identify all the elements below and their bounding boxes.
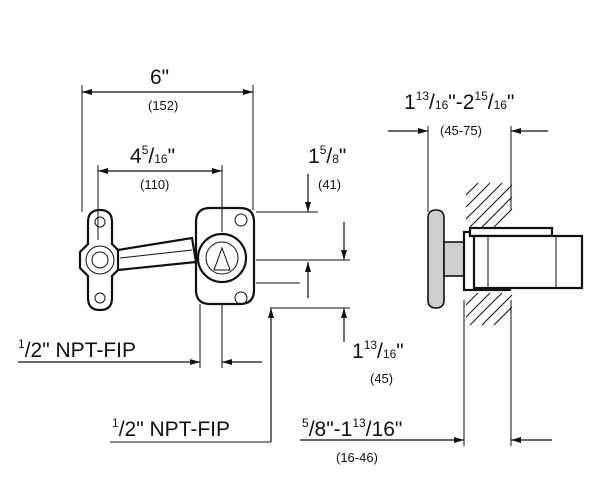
cartridge-housing (196, 232, 248, 284)
dim-inlet-spacing (97, 165, 223, 240)
finish-range-metric: (16-46) (336, 450, 378, 465)
cartridge-core (205, 241, 239, 275)
dim-left-inlet-leader (18, 304, 262, 368)
dim-finish-range (300, 300, 552, 446)
mounting-hole-icon (234, 213, 248, 227)
overall-width-label: 6" (150, 66, 169, 89)
wall-hatch (465, 182, 513, 326)
cartridge-indicator-icon (213, 246, 231, 271)
cartridge-body (472, 234, 584, 290)
escutcheon-neck (443, 241, 465, 277)
cartridge-collar (468, 226, 554, 238)
vertical-offset-label: 15/8" (308, 143, 346, 168)
escutcheon-plate (427, 209, 445, 309)
dim-lower-offset (256, 282, 350, 342)
mounting-hole-icon (94, 292, 106, 304)
finish-range-label: 5/8"-113/16" (302, 416, 402, 441)
bottom-outlet-label: 1/2" NPT-FIP (112, 416, 230, 441)
wall-depth-label: 113/16"-215/16" (404, 89, 514, 114)
front-view (78, 206, 256, 312)
left-inlet-label: 1/2" NPT-FIP (18, 337, 136, 362)
dim-overall-width (81, 85, 254, 212)
side-view (427, 182, 584, 326)
inlet-spacing-metric: (110) (140, 177, 169, 192)
vertical-offset-metric: (41) (318, 177, 341, 192)
lower-offset-metric: (45) (370, 371, 393, 386)
overall-width-metric: (152) (148, 98, 178, 113)
mounting-hole-icon (234, 291, 248, 305)
mounting-hole-icon (94, 216, 106, 228)
inlet-spacing-label: 45/16" (130, 143, 175, 168)
dim-bottom-outlet-leader (110, 308, 274, 443)
left-inlet-port (85, 245, 115, 275)
dim-vertical-offset (256, 174, 350, 298)
dim-wall-depth (388, 126, 548, 212)
wall-depth-metric: (45-75) (440, 123, 482, 138)
left-inlet-bore (91, 251, 109, 269)
lower-offset-label: 113/16" (352, 338, 404, 363)
